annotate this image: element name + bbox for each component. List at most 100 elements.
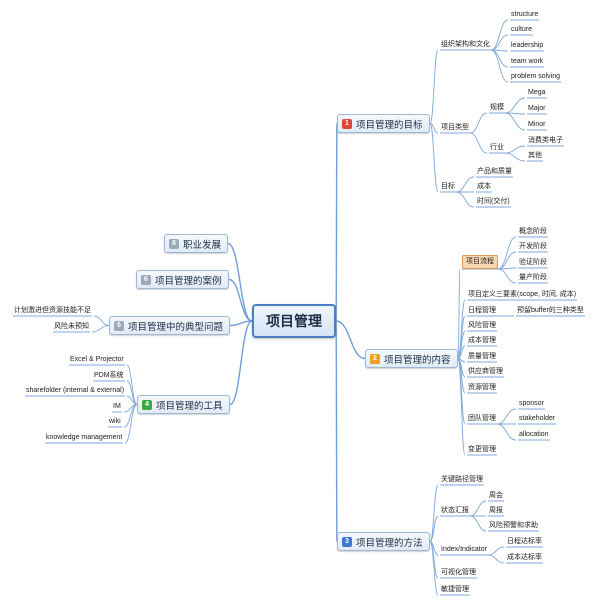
connector-line [91, 325, 110, 333]
leaf-node[interactable]: Mega [528, 89, 546, 96]
connector-line [455, 176, 475, 193]
leaf-node[interactable]: 成本达标率 [507, 554, 542, 561]
leaf-node[interactable]: 其他 [528, 152, 542, 159]
connector-line [487, 554, 505, 564]
leaf-node[interactable]: 可视化管理 [441, 569, 476, 576]
leaf-node[interactable]: Minor [528, 121, 546, 128]
connector-line [504, 145, 526, 154]
branch-cases[interactable]: 6 项目管理的案例 [136, 270, 229, 289]
topic-industry[interactable]: 行业 [490, 144, 504, 151]
number-badge: 5 [114, 320, 124, 331]
topic-team-mgmt[interactable]: 团队管理 [468, 415, 496, 422]
leaf-node[interactable]: 资源管理 [468, 384, 496, 391]
branch-career[interactable]: 8 职业发展 [164, 234, 229, 253]
connector-line [455, 191, 475, 208]
branch-content[interactable]: 2 项目管理的内容 [365, 349, 458, 368]
connector-line [490, 34, 509, 51]
connector-line [457, 358, 466, 456]
connector-line [504, 112, 526, 131]
connector-line [429, 123, 439, 134]
leaf-node[interactable]: 供应商管理 [468, 368, 503, 375]
branch-label: 项目管理的方法 [356, 537, 423, 549]
topic-objectives[interactable]: 目标 [441, 183, 455, 190]
leaf-node[interactable]: culture [511, 26, 533, 33]
leaf-node[interactable]: 量产阶段 [519, 274, 547, 281]
leaf-node[interactable]: 计划激进但资源技能不足 [14, 307, 91, 314]
connector-line [93, 315, 110, 326]
connector-line [487, 546, 505, 556]
connector-line [457, 268, 461, 359]
leaf-node[interactable]: 风险未预知 [54, 323, 89, 330]
leaf-node[interactable]: 敏捷管理 [441, 586, 469, 593]
leaf-node[interactable]: wiki [109, 418, 121, 425]
leaf-node[interactable]: 风险管理 [468, 322, 496, 329]
leaf-node[interactable]: sponsor [519, 400, 544, 407]
connector-line [496, 423, 517, 441]
leaf-node[interactable]: 预留buffer的三种类型 [517, 307, 584, 314]
connector-line [469, 132, 488, 154]
branch-label: 项目管理中的典型问题 [128, 321, 224, 333]
topic-index-indicator[interactable]: Index/Indicator [441, 546, 487, 553]
leaf-node[interactable]: 开发阶段 [519, 243, 547, 250]
leaf-node[interactable]: PDM系统 [94, 372, 124, 379]
leaf-node[interactable]: 周报 [489, 507, 503, 514]
connector-line [429, 541, 439, 596]
topic-project-process[interactable]: 项目流程 [462, 255, 498, 269]
leaf-node[interactable]: 概念阶段 [519, 228, 547, 235]
leaf-node[interactable]: problem solving [511, 73, 561, 80]
topic-scale[interactable]: 规模 [490, 104, 504, 111]
leaf-node[interactable]: 成本管理 [468, 337, 496, 344]
root-node[interactable]: 项目管理 [252, 304, 336, 338]
leaf-node[interactable]: 周会 [489, 492, 503, 499]
branch-tools[interactable]: 4 项目管理的工具 [137, 395, 230, 414]
topic-project-type[interactable]: 项目类型 [441, 124, 469, 131]
leaf-node[interactable]: 消费类电子 [528, 137, 563, 144]
connector-line [497, 236, 517, 270]
branch-label: 项目管理的内容 [384, 354, 451, 366]
leaf-node[interactable]: 时间(交付) [477, 198, 510, 205]
leaf-node[interactable]: structure [511, 11, 539, 18]
leaf-node[interactable]: 关键路径管理 [441, 476, 483, 483]
connector-line [469, 112, 488, 134]
connector-line [469, 500, 487, 517]
leaf-node[interactable]: 变更管理 [468, 446, 496, 453]
branch-methods[interactable]: 3 项目管理的方法 [337, 532, 430, 551]
number-badge: 1 [342, 118, 352, 129]
connector-line [429, 123, 439, 193]
leaf-node[interactable]: stakeholder [519, 415, 556, 422]
branch-label: 项目管理的目标 [356, 119, 423, 131]
leaf-node[interactable]: Excel & Projector [70, 356, 124, 363]
leaf-node[interactable]: leadership [511, 42, 544, 49]
leaf-node[interactable]: knowledge management [46, 434, 123, 441]
leaf-node[interactable]: 项目定义三要素(scope, 时间, 成本) [468, 291, 577, 298]
leaf-node[interactable]: 验证阶段 [519, 259, 547, 266]
leaf-node[interactable]: 成本 [477, 183, 491, 190]
leaf-node[interactable]: allocation [519, 431, 549, 438]
topic-org-culture[interactable]: 组织架构和文化 [441, 41, 490, 48]
connector-line [490, 49, 509, 83]
number-badge: 2 [370, 353, 380, 364]
leaf-node[interactable]: 风险预警和求助 [489, 522, 538, 529]
leaf-node[interactable]: sharefolder (internal & external) [26, 387, 125, 394]
branch-label: 项目管理的工具 [156, 400, 223, 412]
number-badge: 4 [142, 399, 152, 410]
connector-line [496, 408, 517, 425]
leaf-node[interactable]: 日程达标率 [507, 538, 542, 545]
number-badge: 6 [141, 274, 151, 285]
branch-typical-problems[interactable]: 5 项目管理中的典型问题 [109, 316, 231, 335]
leaf-node[interactable]: Major [528, 105, 546, 112]
branch-goals[interactable]: 1 项目管理的目标 [337, 114, 430, 133]
topic-schedule-mgmt[interactable]: 日程管理 [468, 307, 496, 314]
connector-line [504, 152, 526, 162]
leaf-node[interactable]: 质量管理 [468, 353, 496, 360]
connector-line [229, 320, 253, 406]
topic-status-report[interactable]: 状态汇报 [441, 507, 469, 514]
leaf-node[interactable]: 产品和质量 [477, 168, 512, 175]
connector-line [497, 251, 517, 270]
leaf-node[interactable]: team work [511, 58, 544, 65]
branch-label: 项目管理的案例 [155, 275, 222, 287]
connector-line [469, 515, 487, 532]
leaf-node[interactable]: IM [113, 403, 121, 410]
connector-line [124, 404, 138, 444]
